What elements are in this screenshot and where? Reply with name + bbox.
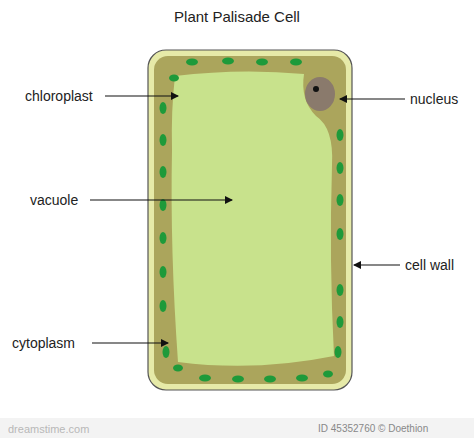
- part-label: cytoplasm: [12, 335, 75, 351]
- leader-lines: [90, 96, 405, 343]
- image-credit: ID 45352760 © Doethion: [318, 421, 428, 437]
- vacuole-area: [172, 71, 334, 365]
- diagram-title: Plant Palisade Cell: [0, 8, 474, 25]
- nucleus-shape: [305, 77, 335, 111]
- part-label: cell wall: [405, 257, 454, 273]
- cell-wall: [148, 50, 352, 390]
- nucleolus: [313, 86, 319, 92]
- part-label: vacuole: [30, 192, 78, 208]
- chloroplasts: [160, 58, 344, 383]
- part-label: chloroplast: [25, 88, 93, 104]
- watermark: dreamstime.com: [8, 421, 89, 437]
- cytoplasm-area: [154, 56, 346, 384]
- part-label: nucleus: [410, 91, 458, 107]
